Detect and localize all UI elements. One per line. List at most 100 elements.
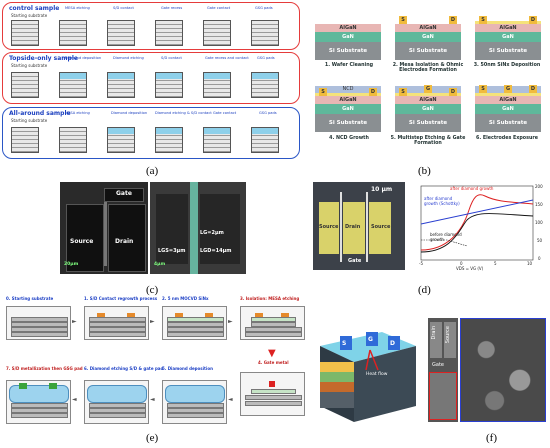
series-after-diamond: [420, 194, 534, 251]
process-step-box: [84, 380, 149, 424]
all-around-row: All-around sample Starting substrate MES…: [2, 107, 300, 159]
g-label: G: [368, 336, 373, 343]
step-label: MESA etching: [65, 6, 90, 10]
row-subtitle: Starting substrate: [11, 13, 48, 18]
panel-a: control sample Starting substrate MESA e…: [0, 0, 305, 162]
row-subtitle: Starting substrate: [11, 63, 48, 68]
process-step-box: [84, 306, 149, 340]
series-before-diamond: [420, 213, 534, 253]
layer-stack: [203, 20, 231, 46]
panel-e: 0. Starting substrate 1. S/D Contact reg…: [2, 296, 307, 430]
lgs-label: LGS=3μm: [158, 248, 186, 254]
layer-stack: [251, 127, 279, 153]
scale-label: 20μm: [64, 262, 79, 267]
device-3d-render: [320, 332, 416, 422]
x-tick: 5: [494, 261, 497, 266]
step-label: 1. Wafer Cleaning: [324, 63, 374, 68]
drain-label: Drain: [345, 224, 361, 230]
ncd-growth-stack: NCD S D AlGaN GaN Si Substrate: [315, 82, 381, 132]
xlabel: VDS = VG (V): [456, 266, 484, 271]
diamond-grain-image: [460, 318, 546, 422]
layer-stack: [155, 20, 183, 46]
step-label: GSG pads: [259, 111, 277, 115]
legend-item: after diamond growth (Schottky): [424, 196, 460, 206]
step-label: 3. 50nm SiNx Deposition: [473, 63, 541, 68]
source-label: Source: [445, 326, 451, 344]
x-tick: 0: [460, 261, 463, 266]
source-label: Source: [319, 224, 339, 230]
control-sample-row: control sample Starting substrate MESA e…: [2, 2, 300, 50]
sem-image-right: LG=2μm LGS=3μm LGD=14μm 4μm: [150, 182, 246, 274]
step-label: 2. Mesa Isolation & Ohmic Electrodes For…: [392, 63, 464, 73]
caption-e: (e): [146, 432, 159, 444]
caption-b: (b): [418, 165, 431, 177]
x-tick: -5: [419, 261, 423, 266]
gate-formation-stack: S G D AlGaN GaN Si Substrate: [395, 82, 461, 132]
y-right-tick: 0: [538, 256, 541, 261]
step-label: Gate contact: [213, 111, 237, 115]
step-label: Gate contact: [207, 6, 231, 10]
legend-item: after diamond growth: [450, 186, 494, 191]
y-right-tick: 150: [535, 202, 543, 207]
layer-stack: [251, 72, 279, 98]
electrode-exposure-stack: S G D AlGaN GaN Si Substrate: [475, 82, 541, 132]
y-right-tick: 200: [535, 184, 543, 189]
caption-c: (c): [146, 284, 159, 296]
row-title: Topside-only sample: [9, 55, 78, 62]
layer-stack: [11, 72, 39, 98]
heat-flow-label: Heat flow: [366, 372, 388, 377]
source-label: Source: [70, 238, 94, 245]
step-title: 5. Diamond deposition: [162, 366, 213, 371]
process-step-box: [240, 372, 305, 416]
drain-label: Drain: [115, 238, 134, 245]
layer-stack: [107, 20, 135, 46]
layer-stack: [155, 127, 183, 153]
step-label: GSG pads: [255, 6, 273, 10]
mesa-ohmic-stack: S D AlGaN GaN Si Substrate: [395, 10, 461, 60]
micrograph-d: 10 μm Source Drain Source Gate: [313, 182, 405, 270]
gate-label: Gate: [432, 362, 444, 368]
arrow-down: ▼: [268, 348, 276, 359]
step-label: 6. Electrodes Exposure: [475, 136, 538, 141]
step-label: 5. Multistep Etching & Gate Formation: [390, 136, 466, 146]
step-label: Diamond deposition: [111, 111, 148, 115]
step-label: S/D contact: [161, 56, 182, 60]
lg-label: LG=2μm: [200, 230, 224, 236]
step-label: Gate recess: [161, 6, 183, 10]
row-subtitle: Starting substrate: [11, 118, 48, 123]
process-step-box: [6, 380, 71, 424]
step-label: GSG pads: [257, 56, 275, 60]
layer-stack: [251, 20, 279, 46]
s-label: S: [342, 340, 347, 347]
layer-stack: [203, 127, 231, 153]
source-label-2: Source: [371, 224, 391, 230]
step-title: 7. S/D metallization then GSG pad: [6, 366, 83, 371]
layer-stack: [59, 72, 87, 98]
y-right-tick: 100: [535, 220, 543, 225]
step-label: Gate recess and contact: [205, 56, 249, 60]
wafer-cleaning-stack: AlGaN GaN Si Substrate: [315, 10, 381, 60]
process-step-box: [162, 380, 227, 424]
step-title: 1. S/D Contact regrowth process: [84, 296, 158, 301]
step-label: Diamond deposition: [65, 56, 102, 60]
arrow-left: ◄: [150, 396, 155, 403]
process-step-box: [6, 306, 71, 340]
arrow-right: ►: [72, 318, 77, 325]
layer-stack: [59, 20, 87, 46]
layer-stack: [107, 72, 135, 98]
caption-a: (a): [146, 165, 159, 177]
sem-image-left: Gate Source Drain 20μm: [60, 182, 148, 274]
row-title: control sample: [9, 5, 60, 12]
layer-stack: [11, 20, 39, 46]
arrow-left: ◄: [72, 396, 77, 403]
step-label: 4. NCD Growth: [329, 136, 369, 141]
step-label: Diamond etching: [113, 56, 144, 60]
sinx-stack: S D AlGaN GaN Si Substrate: [475, 10, 541, 60]
step-label: MESA etching: [65, 111, 90, 115]
caption-f: (f): [486, 432, 497, 444]
arrow-left: ◄: [228, 396, 233, 403]
x-tick: 10: [527, 261, 533, 266]
arrow-right: ►: [150, 318, 155, 325]
layer-stack: [59, 127, 87, 153]
process-step-box: [162, 306, 227, 340]
